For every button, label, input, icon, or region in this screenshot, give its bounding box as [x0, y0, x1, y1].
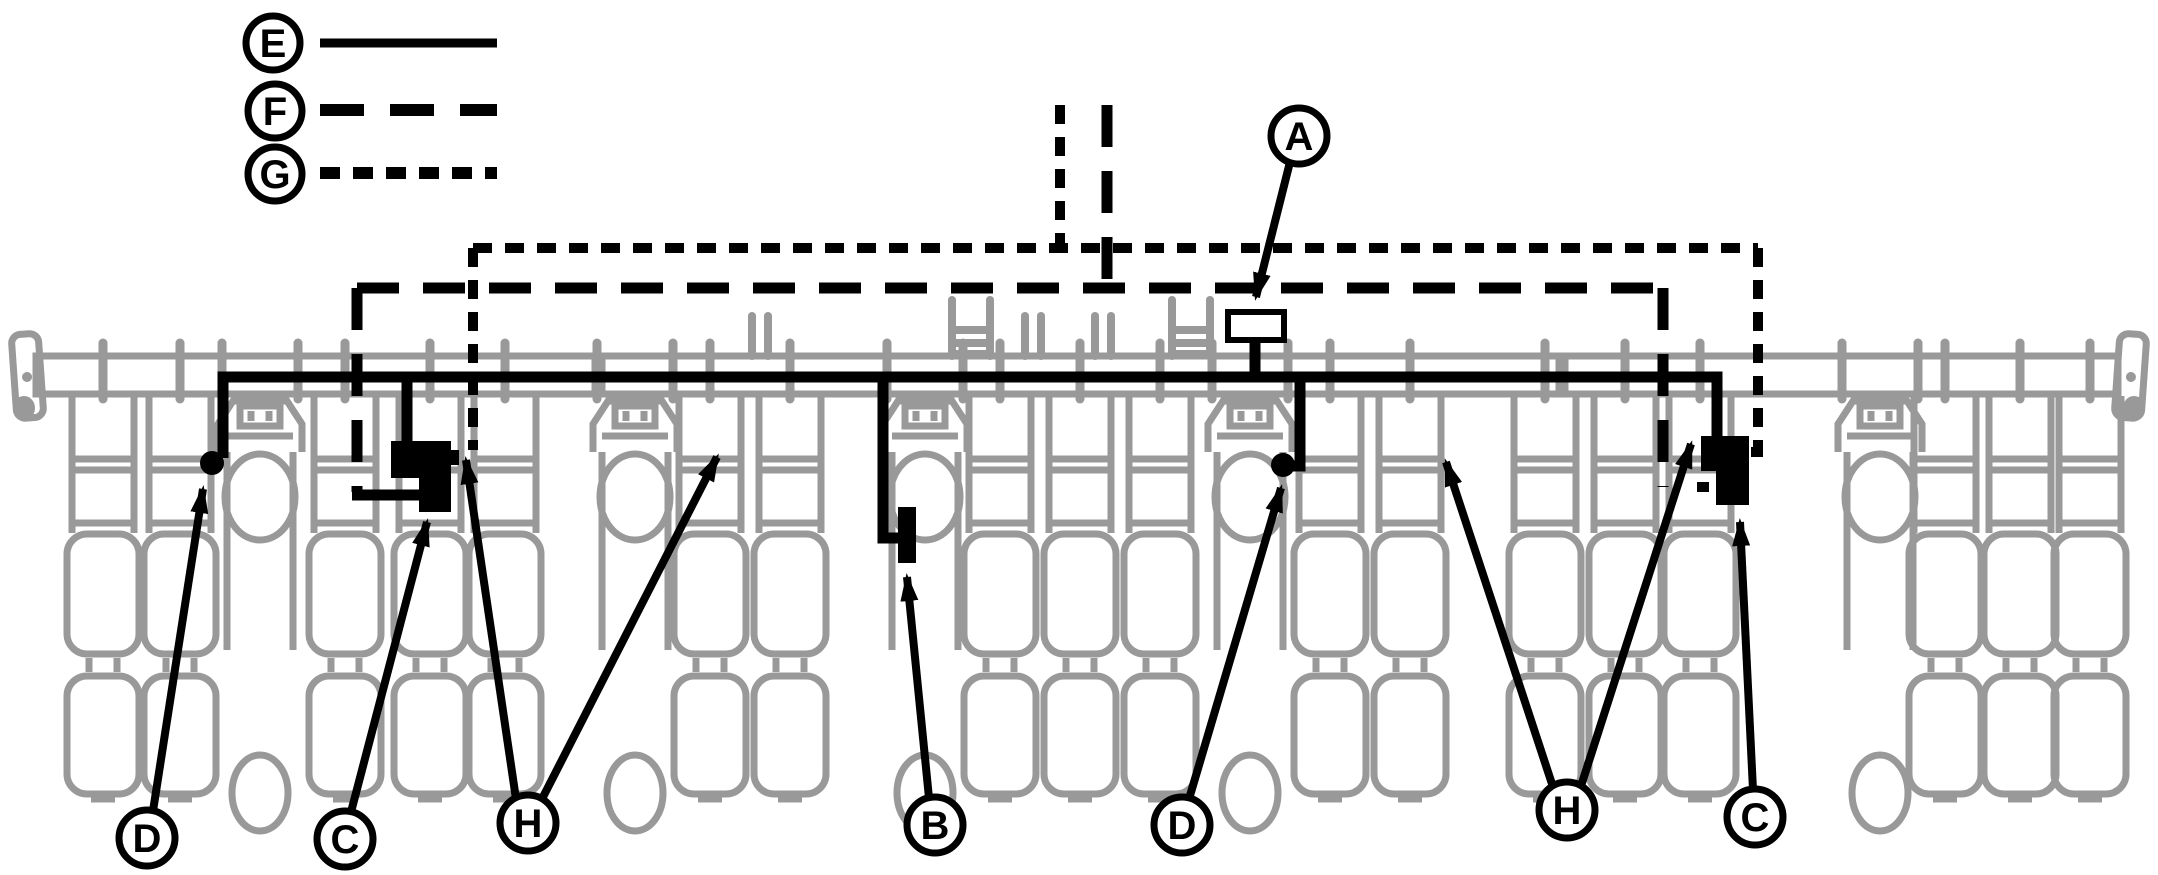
toolbar-end-plate-left: [8, 330, 47, 422]
callout-d-left: D: [115, 806, 179, 870]
leader-a: [1252, 161, 1294, 301]
leader-d-left: [149, 485, 209, 812]
callout-h-right-label: H: [1553, 789, 1582, 833]
legend: E F G: [242, 12, 497, 205]
callouts: A D C H B D H C: [115, 104, 1787, 871]
leader-d-right: [1185, 484, 1285, 801]
callout-b: B: [903, 793, 967, 857]
callout-a-label: A: [1285, 115, 1314, 159]
leader-b: [900, 573, 933, 799]
harness-line-g-short-dash: [468, 105, 1763, 457]
leader-h-left-2: [538, 453, 721, 801]
callout-leaders: [149, 161, 1757, 814]
component-c-left: [391, 441, 459, 512]
callout-a: A: [1267, 104, 1331, 168]
control-box-a: [1225, 309, 1287, 343]
toolbar-brackets: [752, 300, 1210, 356]
callout-h-right: H: [1535, 778, 1599, 842]
callout-h-left: H: [496, 791, 560, 855]
harness-line-f-long-dash: [351, 105, 1669, 492]
legend-label-g: G: [259, 153, 290, 197]
leader-c-right: [1732, 518, 1757, 791]
legend-item-g: G: [244, 143, 497, 205]
callout-c-left-label: C: [331, 818, 360, 862]
leader-h-right-1: [1442, 458, 1557, 789]
callout-c-right-label: C: [1741, 796, 1770, 840]
harness-line-e-solid: [217, 340, 1723, 544]
leader-h-right-2: [1577, 440, 1695, 788]
legend-item-e: E: [242, 12, 497, 74]
connector-dot-right: [1271, 453, 1295, 477]
legend-label-f: F: [263, 90, 287, 134]
legend-item-f: F: [244, 80, 497, 142]
callout-b-label: B: [921, 804, 950, 848]
callout-d-left-label: D: [133, 817, 162, 861]
component-c-right: [1697, 436, 1749, 505]
legend-label-e: E: [260, 22, 287, 66]
callout-c-left: C: [313, 807, 377, 871]
connector-stub-b: [898, 507, 916, 563]
callout-d-right-label: D: [1168, 804, 1197, 848]
leader-h-left-1: [460, 456, 520, 800]
callout-h-left-label: H: [514, 802, 543, 846]
leader-c-left: [347, 518, 431, 814]
callout-c-right: C: [1723, 785, 1787, 849]
callout-d-right: D: [1150, 793, 1214, 857]
row-unit-wheel-columns: [67, 396, 2126, 799]
connector-dot-left: [200, 451, 224, 475]
